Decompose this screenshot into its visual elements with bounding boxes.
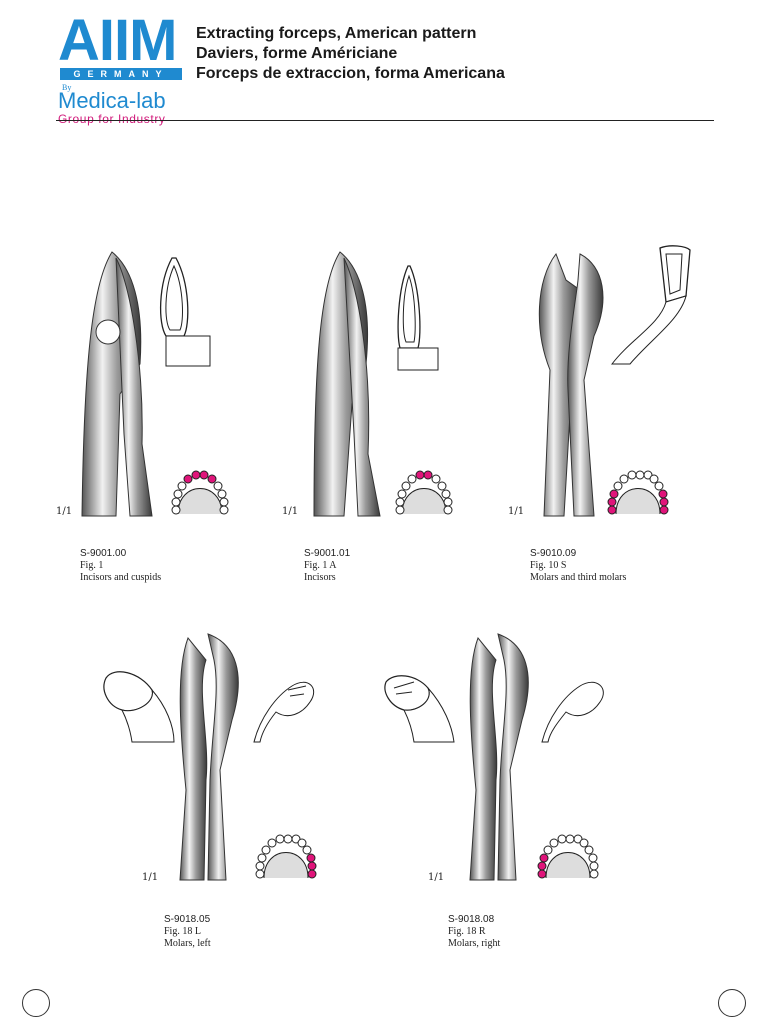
brand-logo: AIIM GERMANY By Medica-lab Group for Ind… bbox=[56, 8, 186, 126]
dental-arch-diagram-4 bbox=[255, 834, 317, 879]
scale-label-1: 1/1 bbox=[56, 506, 73, 517]
forceps-illustration-5 bbox=[384, 633, 604, 881]
scale-label-5: 1/1 bbox=[428, 872, 445, 883]
figure-number: Fig. 18 R bbox=[448, 926, 486, 937]
figure-number: Fig. 10 S bbox=[530, 560, 567, 571]
product-use: Incisors bbox=[304, 572, 336, 583]
product-use: Molars, right bbox=[448, 938, 501, 949]
logo-company: Medica-lab bbox=[58, 88, 166, 113]
product-code: S-9018.08 bbox=[448, 914, 495, 925]
page-title-spanish: Forceps de extraccion, forma Americana bbox=[196, 65, 505, 82]
product-caption-2: S-9001.01 Fig. 1 A Incisors bbox=[304, 548, 350, 584]
dental-arch-diagram-3 bbox=[607, 470, 669, 515]
product-use: Molars and third molars bbox=[530, 572, 627, 583]
logo-country-band: GERMANY bbox=[60, 68, 182, 80]
product-code: S-9010.09 bbox=[530, 548, 577, 559]
product-code: S-9001.00 bbox=[80, 548, 127, 559]
product-caption-4: S-9018.05 Fig. 18 L Molars, left bbox=[164, 914, 211, 950]
header-divider bbox=[56, 120, 714, 121]
figure-number: Fig. 1 bbox=[80, 560, 104, 571]
forceps-illustration-4 bbox=[103, 633, 315, 881]
figure-number: Fig. 18 L bbox=[164, 926, 201, 937]
product-caption-5: S-9018.08 Fig. 18 R Molars, right bbox=[448, 914, 500, 950]
logo-tagline: Group for Industry bbox=[58, 112, 166, 126]
dental-arch-diagram-1 bbox=[171, 470, 229, 515]
logo-by: By bbox=[62, 83, 72, 92]
figure-number: Fig. 1 A bbox=[304, 560, 337, 571]
forceps-illustration-1 bbox=[81, 251, 211, 517]
product-code: S-9018.05 bbox=[164, 914, 211, 925]
forceps-illustration-3 bbox=[538, 245, 691, 517]
product-use: Incisors and cuspids bbox=[80, 572, 162, 583]
product-caption-1: S-9001.00 Fig. 1 Incisors and cuspids bbox=[80, 548, 161, 584]
scale-label-3: 1/1 bbox=[508, 506, 525, 517]
page-corner-mark-right bbox=[718, 989, 746, 1017]
product-caption-3: S-9010.09 Fig. 10 S Molars and third mol… bbox=[530, 548, 626, 584]
page-title-block: Extracting forceps, American pattern Dav… bbox=[196, 24, 505, 84]
dental-arch-diagram-5 bbox=[537, 834, 599, 879]
dental-arch-diagram-2 bbox=[395, 470, 453, 515]
page-corner-mark-left bbox=[22, 989, 50, 1017]
logo-wordmark: AIIM bbox=[58, 8, 177, 73]
page-title-english: Extracting forceps, American pattern bbox=[196, 25, 477, 42]
product-use: Molars, left bbox=[164, 938, 211, 949]
forceps-illustration-2 bbox=[313, 251, 439, 517]
scale-label-2: 1/1 bbox=[282, 506, 299, 517]
product-code: S-9001.01 bbox=[304, 548, 351, 559]
scale-label-4: 1/1 bbox=[142, 872, 159, 883]
page-title-french: Daviers, forme Améric​iane bbox=[196, 45, 398, 62]
